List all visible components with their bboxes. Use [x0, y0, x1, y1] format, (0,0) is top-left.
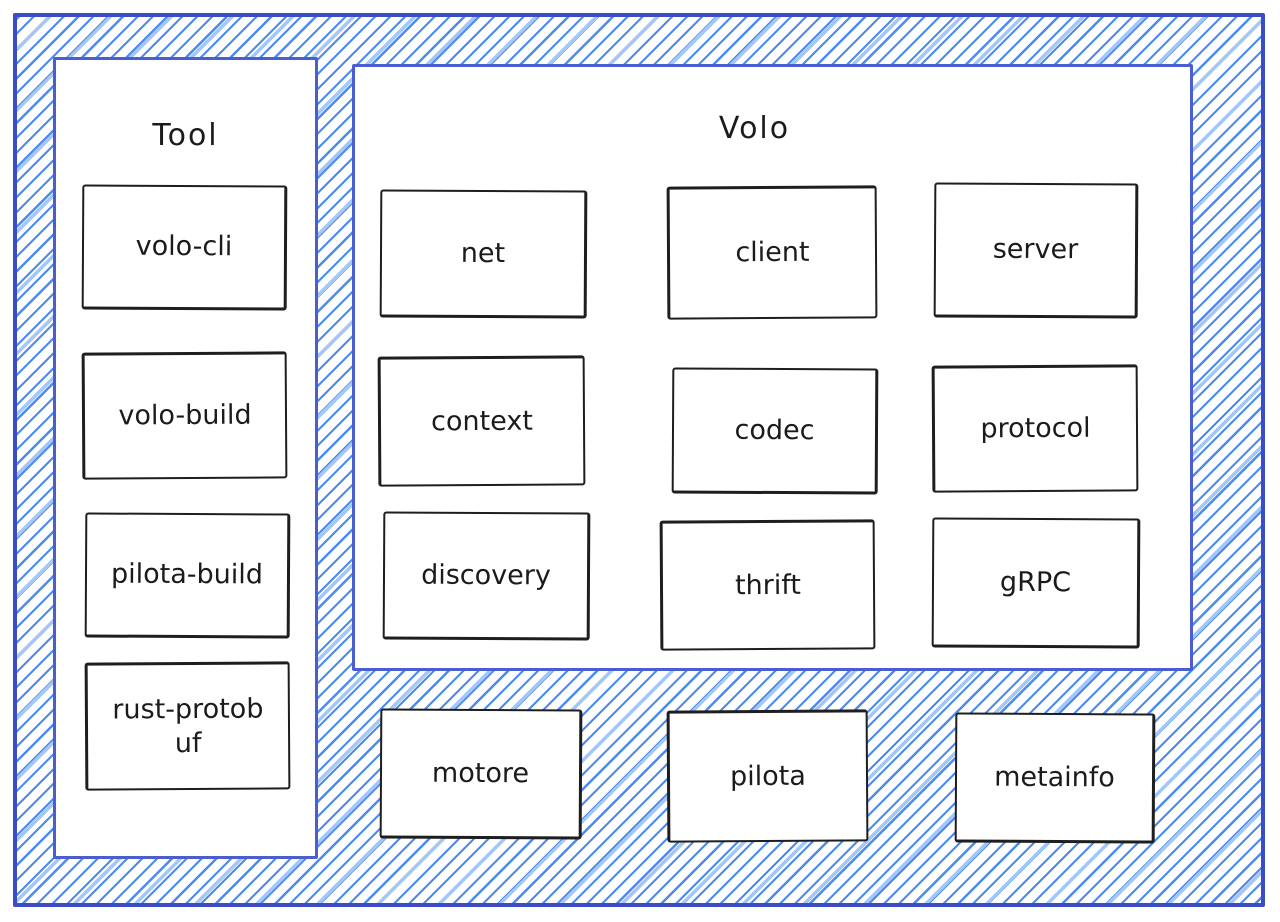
tool-panel-title: Tool	[152, 118, 219, 153]
node-label: net	[460, 237, 506, 269]
volo-panel: Volo net client server context codec pro…	[352, 64, 1193, 671]
node-label: client	[735, 236, 810, 269]
tool-panel: Tool volo-cli volo-build pilota-build ru…	[53, 57, 318, 859]
node-volo-cli: volo-cli	[81, 184, 288, 311]
node-label: discovery	[421, 559, 551, 591]
node-rust-protobuf: rust-protobuf	[84, 661, 291, 791]
node-protocol: protocol	[931, 364, 1139, 493]
node-label: context	[431, 405, 533, 437]
node-label: metainfo	[994, 761, 1115, 793]
node-codec: codec	[671, 367, 879, 495]
node-net: net	[379, 189, 588, 319]
node-label: codec	[734, 414, 815, 446]
node-server: server	[933, 182, 1139, 319]
node-label: pilota	[730, 760, 806, 792]
node-label: gRPC	[999, 566, 1072, 598]
node-label: rust-protobuf	[112, 693, 264, 759]
node-thrift: thrift	[659, 519, 876, 651]
node-label: thrift	[734, 569, 802, 601]
node-context: context	[377, 355, 586, 487]
node-label: volo-cli	[135, 230, 233, 263]
node-client: client	[666, 185, 878, 320]
node-metainfo: metainfo	[954, 712, 1156, 844]
node-motore: motore	[379, 708, 583, 840]
node-grpc: gRPC	[931, 517, 1141, 649]
node-discovery: discovery	[382, 511, 591, 641]
volo-panel-title: Volo	[718, 111, 791, 146]
node-pilota: pilota	[666, 709, 869, 843]
node-label: volo-build	[118, 399, 252, 432]
node-label: server	[992, 233, 1079, 266]
node-label: pilota-build	[110, 558, 264, 591]
node-label: motore	[431, 757, 530, 789]
node-label: protocol	[980, 412, 1091, 445]
node-volo-build: volo-build	[81, 351, 288, 480]
node-pilota-build: pilota-build	[84, 512, 291, 639]
